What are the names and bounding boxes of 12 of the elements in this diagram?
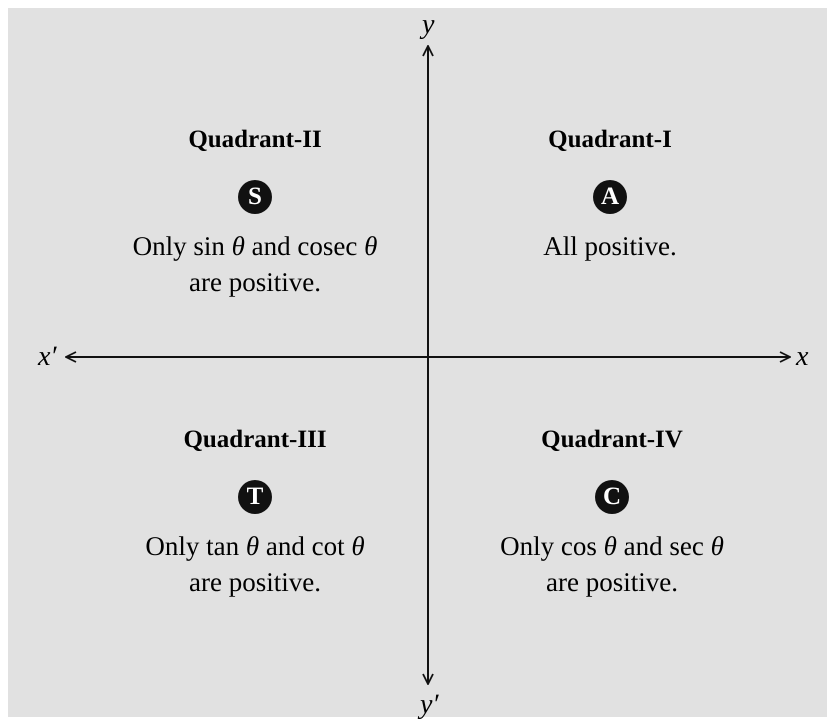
x-axis-label: x [796, 342, 808, 372]
quadrant-description: All positive. [542, 230, 678, 263]
y-axis-label: y [422, 10, 434, 40]
quadrant-heading: Quadrant-I [547, 125, 673, 155]
quadrant-heading: Quadrant-III [182, 425, 328, 455]
quadrant-description: Only sin θ and cosec θ are positive. [132, 230, 378, 299]
quadrant-heading: Quadrant-IV [540, 425, 684, 455]
axis-label: x′ [38, 342, 57, 372]
quadrant-description: Only tan θ and cot θ are positive. [144, 530, 366, 599]
quadrant-description: Only cos θ and sec θ are positive. [499, 530, 725, 599]
axis-label: y′ [420, 690, 439, 720]
quadrant-heading: Quadrant-II [187, 125, 323, 155]
